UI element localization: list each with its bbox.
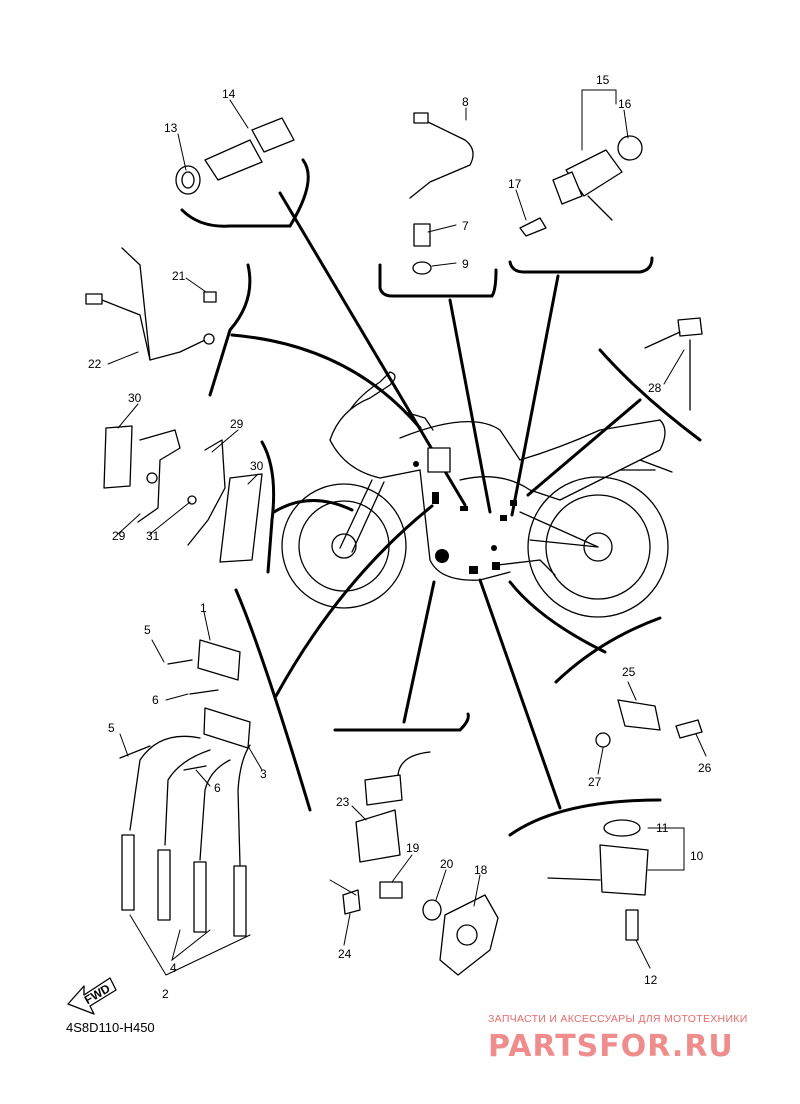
label-part-3: 3 <box>260 767 267 781</box>
label-part-6-bottom: 6 <box>214 781 221 795</box>
label-part-12: 12 <box>644 973 658 987</box>
label-part-9: 9 <box>462 257 469 271</box>
label-part-30-left: 30 <box>128 391 142 405</box>
label-part-6-top: 6 <box>152 693 159 707</box>
label-part-4: 4 <box>170 961 177 975</box>
label-part-21: 21 <box>172 269 186 283</box>
label-part-14: 14 <box>222 87 236 101</box>
label-part-10: 10 <box>690 849 704 863</box>
label-part-30-right: 30 <box>250 459 264 473</box>
label-part-5-top: 5 <box>144 623 151 637</box>
watermark-site: PARTSFOR.RU <box>488 1029 734 1064</box>
callout-leaders <box>107 89 707 976</box>
label-part-2: 2 <box>162 987 169 1001</box>
label-part-18: 18 <box>474 863 488 877</box>
label-part-26: 26 <box>698 761 712 775</box>
label-part-11: 11 <box>656 821 669 835</box>
label-part-13: 13 <box>164 121 178 135</box>
label-part-29-top: 29 <box>230 417 244 431</box>
label-part-16: 16 <box>618 97 632 111</box>
watermark-logo: ЗАПЧАСТИ И АКСЕССУАРЫ ДЛЯ МОТОТЕХНИКИ PA… <box>488 1013 748 1064</box>
part-sketches <box>67 112 703 1015</box>
label-part-5-bottom: 5 <box>108 721 115 735</box>
label-part-24: 24 <box>338 947 352 961</box>
label-part-28: 28 <box>648 381 662 395</box>
label-part-8: 8 <box>462 95 469 109</box>
label-part-22: 22 <box>88 357 102 371</box>
label-part-29-bottom: 29 <box>112 529 126 543</box>
motorcycle-outline <box>281 371 673 618</box>
label-part-19: 19 <box>406 841 420 855</box>
label-part-31: 31 <box>146 529 160 543</box>
label-part-1: 1 <box>200 601 207 615</box>
label-part-7: 7 <box>462 219 469 233</box>
watermark-subtitle: ЗАПЧАСТИ И АКСЕССУАРЫ ДЛЯ МОТОТЕХНИКИ <box>488 1013 748 1025</box>
label-part-25: 25 <box>622 665 636 679</box>
label-part-15: 15 <box>596 73 610 87</box>
label-part-20: 20 <box>440 857 454 871</box>
label-part-23: 23 <box>336 795 350 809</box>
label-part-17: 17 <box>508 177 522 191</box>
diagram-part-code: 4S8D110-H450 <box>66 1020 155 1035</box>
label-part-27: 27 <box>588 775 602 789</box>
group-frames <box>180 158 702 837</box>
part-number-labels: 14 13 8 7 9 15 16 17 21 22 28 30 29 30 3… <box>88 73 712 1001</box>
